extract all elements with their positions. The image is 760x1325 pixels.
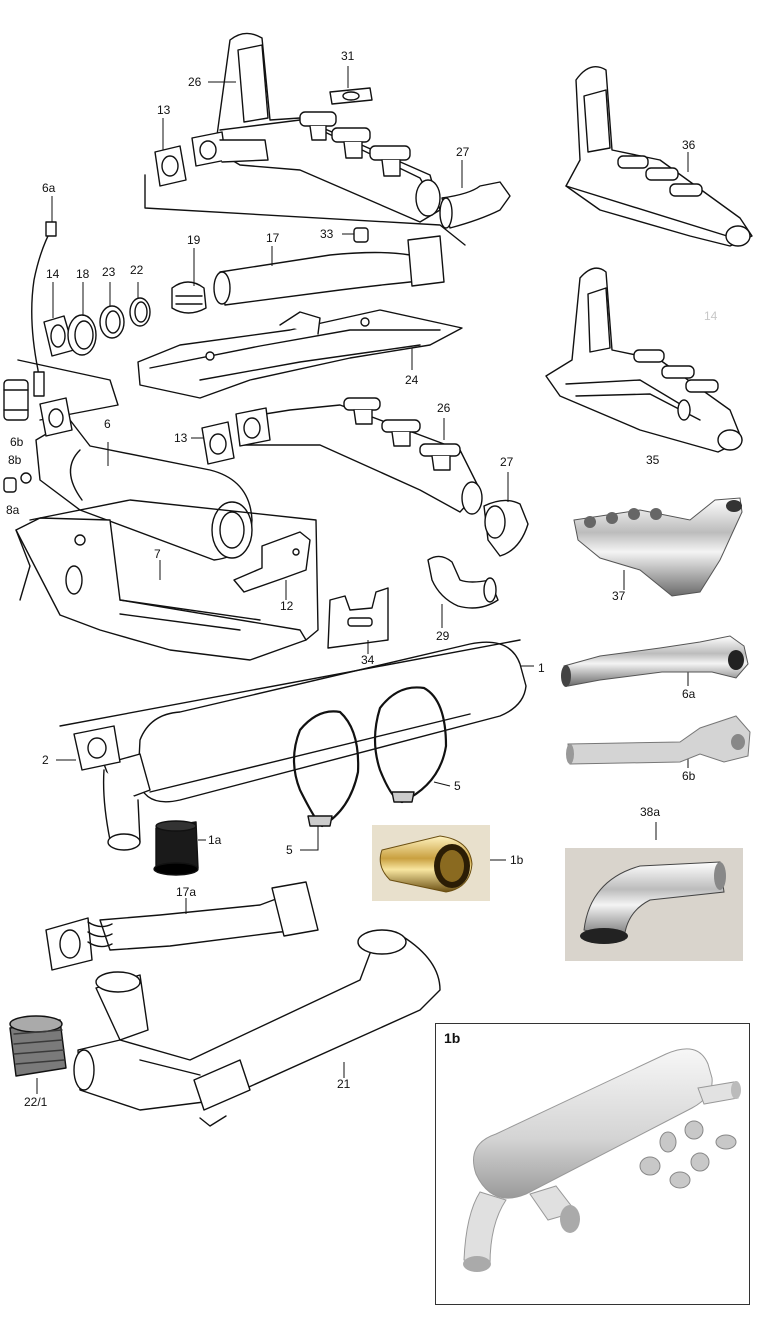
label-33: 33 <box>320 227 334 241</box>
label-31: 31 <box>341 49 355 63</box>
label-18: 18 <box>76 267 90 281</box>
lower-shield-7 <box>15 517 307 661</box>
label-1: 1 <box>538 661 545 675</box>
label-26: 26 <box>188 75 202 89</box>
header-37-photo <box>573 497 743 597</box>
oxygen-sensor-cable <box>31 221 57 397</box>
label-19: 19 <box>187 233 201 247</box>
ring-23 <box>99 305 125 339</box>
label-26-lower: 26 <box>437 401 451 415</box>
label-14-faint: 14 <box>704 309 718 323</box>
label-1a: 1a <box>208 833 222 847</box>
label-29: 29 <box>436 629 450 643</box>
clamp-6b-left <box>3 379 29 421</box>
label-17: 17 <box>266 231 280 245</box>
label-7: 7 <box>154 547 161 561</box>
label-34: 34 <box>361 653 375 667</box>
cat-6a-photo <box>561 635 749 687</box>
heat-exchanger-26-lower <box>235 397 483 515</box>
muffler-kit-illustration <box>463 1048 741 1272</box>
filter-22-1 <box>9 1015 67 1077</box>
gasket-31 <box>329 87 373 105</box>
label-13: 13 <box>157 103 171 117</box>
catalytic-converter-6 <box>35 397 253 561</box>
label-23: 23 <box>102 265 116 279</box>
ring-18 <box>67 314 97 356</box>
clamp-19 <box>171 281 207 314</box>
heat-exchanger-26-top <box>191 32 441 223</box>
label-5-right: 5 <box>454 779 461 793</box>
strap-5-left <box>292 710 360 828</box>
nut-33 <box>353 227 369 243</box>
gasket-2 <box>73 725 121 771</box>
label-38a: 38a <box>640 805 661 819</box>
gasket-13-top <box>154 145 187 187</box>
tip-1a <box>153 820 199 876</box>
label-21: 21 <box>337 1077 351 1091</box>
nut-8a <box>3 477 17 493</box>
label-2: 2 <box>42 753 49 767</box>
gasket-13-lower <box>201 421 235 465</box>
bracket-12 <box>233 531 311 593</box>
y-pipe-21 <box>73 929 441 1111</box>
inset-1b: 1b <box>435 1023 750 1305</box>
label-6a: 6a <box>42 181 56 195</box>
label-8b: 8b <box>8 453 22 467</box>
label-12: 12 <box>280 599 294 613</box>
elbow-27-top <box>439 181 511 229</box>
elbow-38a-photo <box>565 848 743 961</box>
label-6b-right: 6b <box>682 769 696 783</box>
elbow-27-lower <box>483 499 529 557</box>
muffler-1 <box>102 641 527 851</box>
label-17a: 17a <box>176 885 197 899</box>
label-27: 27 <box>456 145 470 159</box>
label-6b-left: 6b <box>10 435 24 449</box>
elbow-29 <box>427 555 499 609</box>
pipe-6b-photo <box>566 715 751 765</box>
heat-exchanger-36 <box>565 66 753 247</box>
label-1b: 1b <box>510 853 524 867</box>
pipe-17a <box>45 881 319 971</box>
crossover-pipe-17 <box>213 235 445 306</box>
leader-lines <box>36 66 689 1094</box>
bolt-8b <box>20 472 32 484</box>
label-35: 35 <box>646 453 660 467</box>
inset-title: 1b <box>444 1030 461 1046</box>
strap-5-right <box>373 686 448 804</box>
label-6a-right: 6a <box>682 687 696 701</box>
label-22: 22 <box>130 263 144 277</box>
label-24: 24 <box>405 373 419 387</box>
label-37: 37 <box>612 589 626 603</box>
tip-1b-photo <box>372 825 490 901</box>
label-36: 36 <box>682 138 696 152</box>
label-22-1: 22/1 <box>24 1095 48 1109</box>
label-13-lower: 13 <box>174 431 188 445</box>
bracket-34 <box>327 587 389 649</box>
label-8a: 8a <box>6 503 20 517</box>
label-5-left: 5 <box>286 843 293 857</box>
heat-shield-24 <box>137 309 463 399</box>
flange-14 <box>43 315 75 357</box>
label-14: 14 <box>46 267 60 281</box>
label-6: 6 <box>104 417 111 431</box>
label-27-lower: 27 <box>500 455 514 469</box>
ring-22 <box>129 297 151 327</box>
heat-exchanger-35 <box>545 267 743 453</box>
